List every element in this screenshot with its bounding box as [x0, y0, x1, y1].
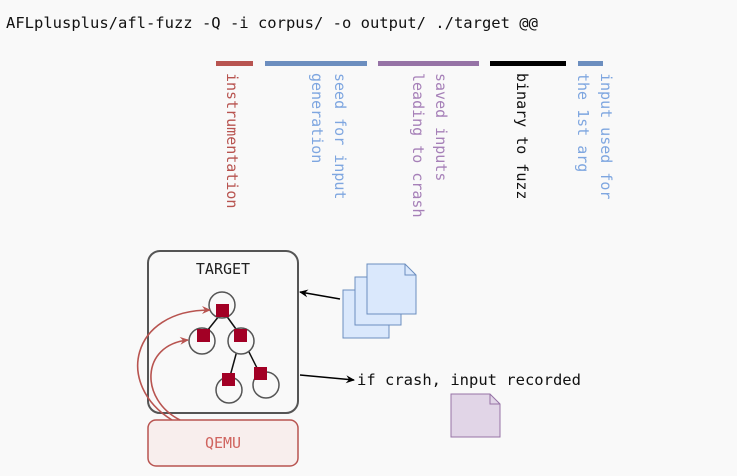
annotation-line: saved inputs: [432, 73, 450, 181]
command-part: -o: [333, 14, 361, 32]
command-part: output/: [361, 14, 436, 32]
qemu-box: [147, 419, 299, 467]
command-part: @@: [519, 14, 538, 32]
saved-bar: [378, 61, 479, 66]
annotation-line: binary to fuzz: [513, 73, 531, 199]
crash-arrow: [299, 374, 355, 384]
document-icon: [450, 393, 501, 438]
saved-label: saved inputs leading to crash: [409, 73, 450, 218]
annotation-line: generation: [308, 73, 326, 163]
command-part: ./target: [435, 14, 519, 32]
binary-label: binary to fuzz: [513, 73, 531, 199]
seed-label: seed for input generation: [308, 73, 349, 199]
seed-documents: [342, 263, 417, 339]
marker-square: [222, 373, 235, 386]
instrumentation-label: instrumentation: [223, 73, 241, 208]
annotation-line: seed for input: [331, 73, 349, 199]
document-fold: [404, 264, 416, 276]
seed-bar: [265, 61, 367, 66]
input-arrow: [299, 289, 341, 300]
marker-square: [254, 367, 267, 380]
annotation-line: instrumentation: [223, 73, 241, 208]
annotation-line: the 1st arg: [574, 73, 592, 172]
command-part: AFLplusplus/afl-fuzz -Q -i: [6, 14, 258, 32]
instrumentation-markers: [197, 304, 267, 386]
crash-document: [450, 393, 501, 438]
qemu-arrow: [150, 336, 189, 421]
qemu-arrow: [136, 306, 211, 421]
instrumentation-bar: [216, 61, 253, 66]
document-fold: [489, 394, 500, 405]
annotation-line: leading to crash: [409, 73, 427, 218]
document-icon: [366, 263, 417, 315]
marker-square: [216, 304, 229, 317]
qemu-label: QEMU: [205, 434, 241, 452]
input-label: input used for the 1st arg: [574, 73, 615, 199]
target-label: TARGET: [196, 260, 250, 278]
command-part: corpus/: [258, 14, 333, 32]
command-line: AFLplusplus/afl-fuzz -Q -i corpus/ -o ou…: [6, 14, 538, 32]
marker-square: [234, 329, 247, 342]
crash-label: if crash, input recorded: [357, 371, 581, 389]
input-bar: [578, 61, 603, 66]
annotation-line: input used for: [597, 73, 615, 199]
binary-bar: [490, 61, 566, 66]
marker-square: [197, 329, 210, 342]
